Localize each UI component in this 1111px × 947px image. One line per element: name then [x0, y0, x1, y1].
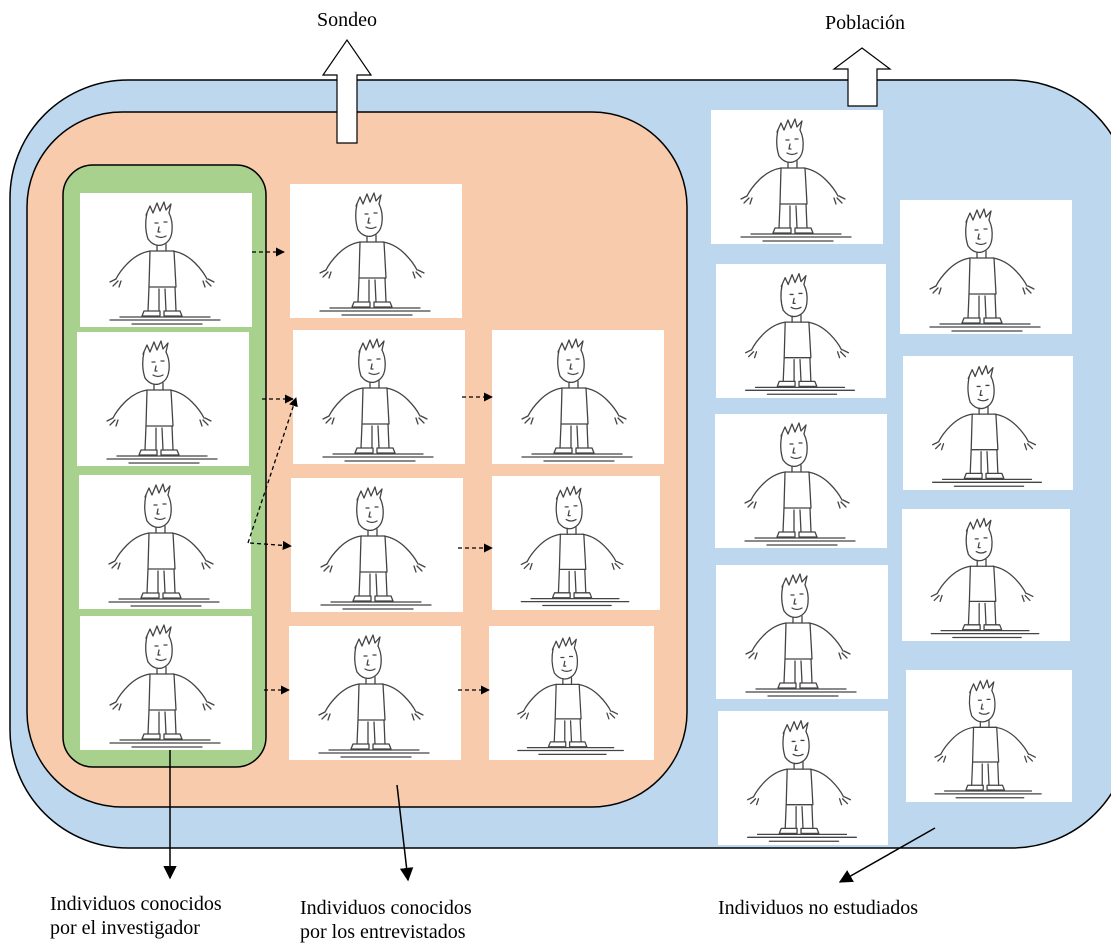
- person-card: [902, 509, 1070, 641]
- person-card: [715, 414, 887, 548]
- dashed-arrow-icon: [247, 397, 298, 544]
- person-card: [711, 110, 883, 244]
- interviewee-known-label: Individuos conocidos por los entrevistad…: [300, 897, 472, 943]
- person-card: [489, 626, 654, 760]
- person-card: [77, 332, 249, 466]
- person-card: [718, 711, 888, 845]
- sondeo-up-arrow: [321, 38, 373, 144]
- person-card: [716, 565, 888, 699]
- poblacion-up-arrow: [832, 47, 892, 107]
- person-card: [80, 616, 252, 750]
- person-card: [79, 475, 251, 609]
- person-card: [900, 200, 1072, 334]
- sondeo-label: Sondeo: [317, 9, 377, 31]
- poblacion-label: Población: [825, 12, 905, 34]
- not-studied-group: [711, 110, 1073, 845]
- interviewee-known-group: [289, 184, 664, 760]
- person-card: [290, 184, 462, 318]
- interviewee-label-pointer: [396, 784, 414, 882]
- person-card: [492, 330, 664, 464]
- person-card: [289, 626, 461, 760]
- researcher-known-group: [77, 193, 252, 750]
- person-card: [903, 356, 1073, 490]
- not-studied-label: Individuos no estudiados: [718, 897, 918, 919]
- researcher-known-label: Individuos conocidos por el investigador: [50, 893, 222, 939]
- person-card: [716, 264, 886, 398]
- person-card: [906, 670, 1072, 802]
- person-card: [291, 478, 463, 612]
- person-card: [293, 330, 465, 464]
- person-card: [492, 476, 660, 610]
- person-card: [80, 193, 252, 327]
- not-studied-label-pointer: [838, 827, 936, 883]
